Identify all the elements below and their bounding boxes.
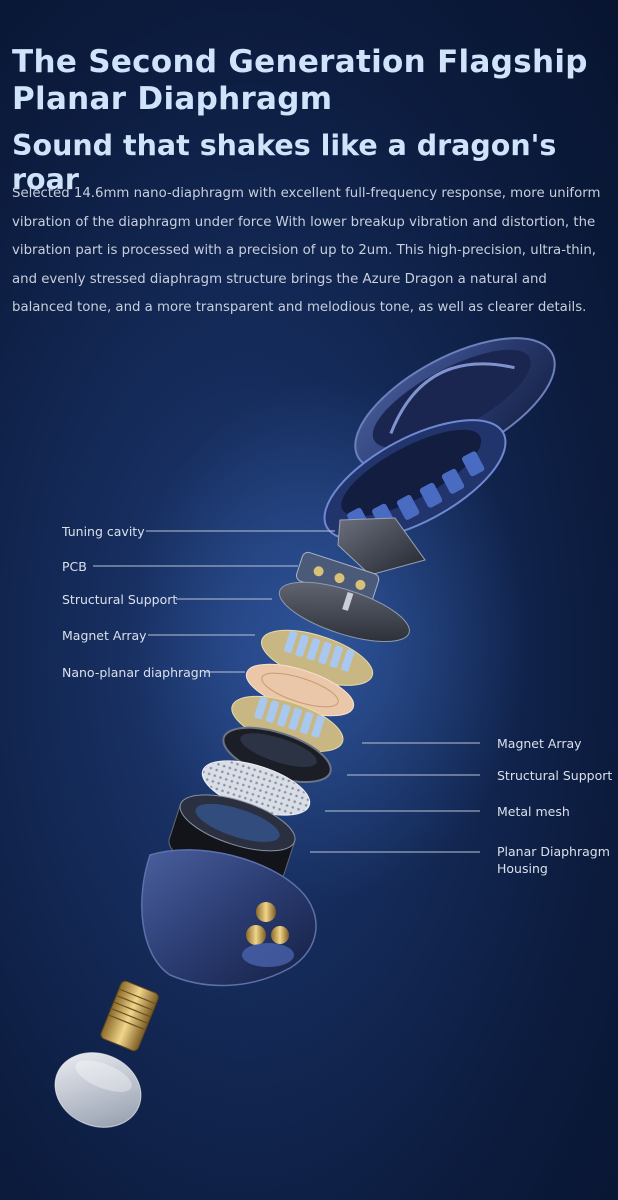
label-magnet-array-right: Magnet Array <box>497 736 582 751</box>
leader-lines <box>93 530 480 853</box>
page-subtitle: Sound that shakes like a dragon's roar <box>12 129 557 196</box>
page-title: The Second Generation Flagship Planar Di… <box>12 44 588 117</box>
exploded-earphone-illustration <box>54 337 556 1128</box>
label-metal-mesh: Metal mesh <box>497 804 570 819</box>
tuning-cavity-part <box>337 517 426 576</box>
label-planar-diaphragm-housing: Planar Diaphragm Housing <box>497 844 610 876</box>
label-nano-planar-diaphragm: Nano-planar diaphragm <box>62 665 211 680</box>
gold-nozzle <box>100 980 159 1052</box>
label-tuning-cavity: Tuning cavity <box>62 524 145 539</box>
ear-tip <box>54 1052 142 1128</box>
label-structural-support-left: Structural Support <box>62 592 178 607</box>
earphone-shell <box>141 849 317 987</box>
label-pcb: PCB <box>62 559 87 574</box>
magnet-array-lower <box>231 695 344 752</box>
vented-ring <box>323 419 507 541</box>
structural-support-disc <box>278 581 410 643</box>
description-paragraph: Selected 14.6mm nano-diaphragm with exce… <box>12 186 601 315</box>
label-structural-support-right: Structural Support <box>497 768 613 783</box>
label-magnet-array-left: Magnet Array <box>62 628 147 643</box>
